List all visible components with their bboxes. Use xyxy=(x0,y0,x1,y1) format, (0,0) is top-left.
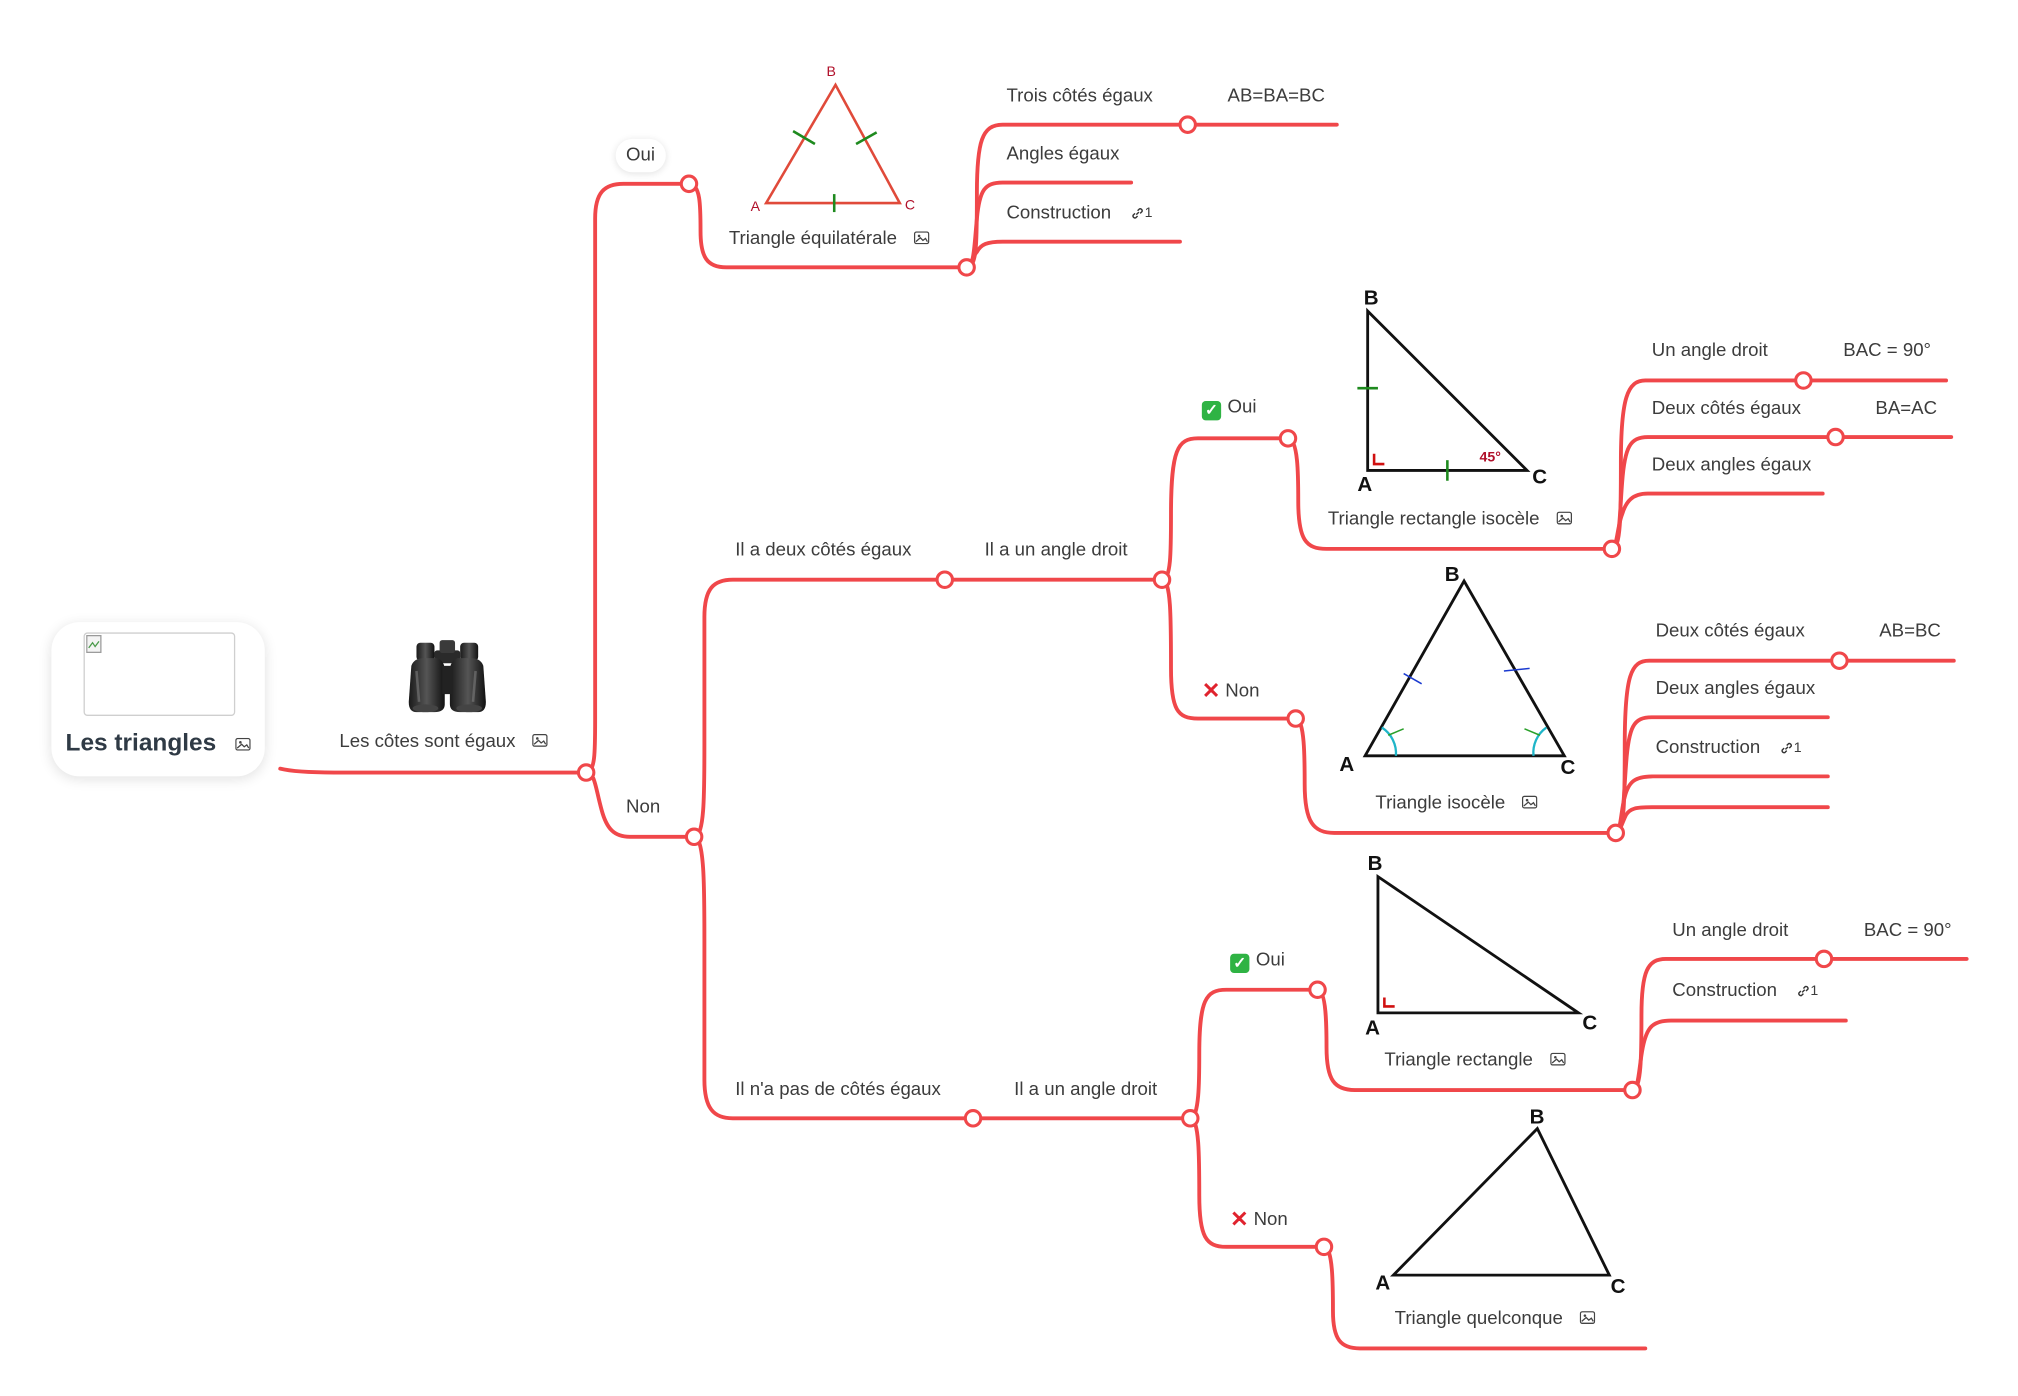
property-value[interactable]: AB=BC xyxy=(1879,620,1941,642)
equilateral-triangle-figure: B A C xyxy=(751,63,915,214)
non-label[interactable]: Non xyxy=(1225,681,1260,702)
image-icon[interactable] xyxy=(532,732,548,753)
link-icon[interactable]: 1 xyxy=(1781,741,1802,756)
broken-image-placeholder xyxy=(83,632,236,716)
property-label[interactable]: Deux côtés égaux xyxy=(1651,398,1801,420)
vertex-label-b: B xyxy=(1445,563,1460,586)
cross-icon: ✕ xyxy=(1201,678,1221,704)
oui-label[interactable]: Oui xyxy=(1255,949,1285,971)
deux-cotes-label[interactable]: Il a deux côtés égaux xyxy=(735,539,912,561)
vertex-label-a: A xyxy=(1365,1017,1380,1040)
angle-label: 45° xyxy=(1479,448,1501,464)
link-icon[interactable]: 1 xyxy=(1132,205,1153,222)
vertex-label-b: B xyxy=(1368,852,1383,875)
branch-oui-label[interactable]: Oui xyxy=(615,138,666,173)
property-value[interactable]: BAC = 90° xyxy=(1843,340,1932,362)
vertex-label-b: B xyxy=(1364,287,1379,310)
equilateral-node-label[interactable]: Triangle équilatérale xyxy=(728,228,898,250)
property-label[interactable]: Construction xyxy=(1006,203,1112,224)
image-icon[interactable] xyxy=(234,730,251,758)
property-label[interactable]: Un angle droit xyxy=(1651,340,1768,362)
isosceles-node-label[interactable]: Triangle isocèle xyxy=(1375,793,1506,814)
oui-label[interactable]: Oui xyxy=(1227,397,1257,418)
broken-image-icon xyxy=(86,634,102,653)
vertex-label-a: A xyxy=(751,198,761,214)
vertex-label-c: C xyxy=(905,197,915,213)
check-icon: ✓ xyxy=(1230,953,1250,974)
property-label[interactable]: Deux angles égaux xyxy=(1655,678,1816,700)
right-triangle-node-label[interactable]: Triangle rectangle xyxy=(1384,1050,1533,1071)
property-label[interactable]: Deux angles égaux xyxy=(1651,455,1812,476)
angle-droit-label[interactable]: Il a un angle droit xyxy=(1014,1079,1158,1101)
scalene-triangle-figure: B A C xyxy=(1375,1105,1626,1298)
cross-icon: ✕ xyxy=(1230,1206,1249,1232)
vertex-label-c: C xyxy=(1582,1012,1597,1035)
angle-droit-label[interactable]: Il a un angle droit xyxy=(984,539,1128,561)
property-label[interactable]: Trois côtés égaux xyxy=(1006,86,1153,107)
vertex-label-c: C xyxy=(1611,1275,1626,1298)
vertex-label-b: B xyxy=(1530,1105,1545,1128)
property-value[interactable]: BA=AC xyxy=(1875,398,1938,420)
vertex-label-c: C xyxy=(1560,756,1575,779)
link-count: 1 xyxy=(1810,983,1819,999)
vertex-label-a: A xyxy=(1339,753,1354,776)
property-label[interactable]: Construction xyxy=(1655,737,1761,759)
vertex-label-a: A xyxy=(1375,1271,1390,1294)
check-icon: ✓ xyxy=(1201,401,1222,421)
link-icon[interactable]: 1 xyxy=(1798,983,1819,999)
image-icon[interactable] xyxy=(1579,1309,1596,1330)
property-label[interactable]: Deux côtés égaux xyxy=(1655,620,1805,642)
property-value[interactable]: AB=BA=BC xyxy=(1227,86,1325,107)
link-count: 1 xyxy=(1793,740,1802,757)
image-icon[interactable] xyxy=(1521,793,1538,814)
vertex-label-a: A xyxy=(1357,473,1372,496)
pas-de-cotes-label[interactable]: Il n'a pas de côtés égaux xyxy=(735,1079,941,1101)
vertex-label-c: C xyxy=(1532,465,1547,488)
isosceles-triangle-figure: B A C xyxy=(1339,563,1575,779)
image-icon[interactable] xyxy=(913,229,930,250)
right-isosceles-node-label[interactable]: Triangle rectangle isocèle xyxy=(1327,509,1540,530)
root-title: Les triangles xyxy=(65,730,217,758)
branch-non-label[interactable]: Non xyxy=(625,796,661,818)
right-isosceles-triangle-figure: 45° B A C xyxy=(1357,287,1547,496)
binoculars-icon xyxy=(408,640,486,713)
root-node[interactable]: Les triangles xyxy=(51,622,265,777)
image-icon[interactable] xyxy=(1556,509,1572,530)
link-count: 1 xyxy=(1144,205,1153,222)
image-icon[interactable] xyxy=(1549,1050,1566,1071)
level1-label: Les côtes sont égaux xyxy=(339,731,516,752)
non-label[interactable]: Non xyxy=(1253,1209,1288,1231)
vertex-label-b: B xyxy=(827,63,836,79)
property-label[interactable]: Un angle droit xyxy=(1672,920,1789,941)
property-value[interactable]: BAC = 90° xyxy=(1863,920,1952,941)
property-label[interactable]: Construction xyxy=(1672,980,1777,1002)
right-triangle-figure: B A C xyxy=(1365,852,1597,1040)
property-label[interactable]: Angles égaux xyxy=(1006,143,1120,165)
scalene-node-label[interactable]: Triangle quelconque xyxy=(1394,1308,1563,1330)
